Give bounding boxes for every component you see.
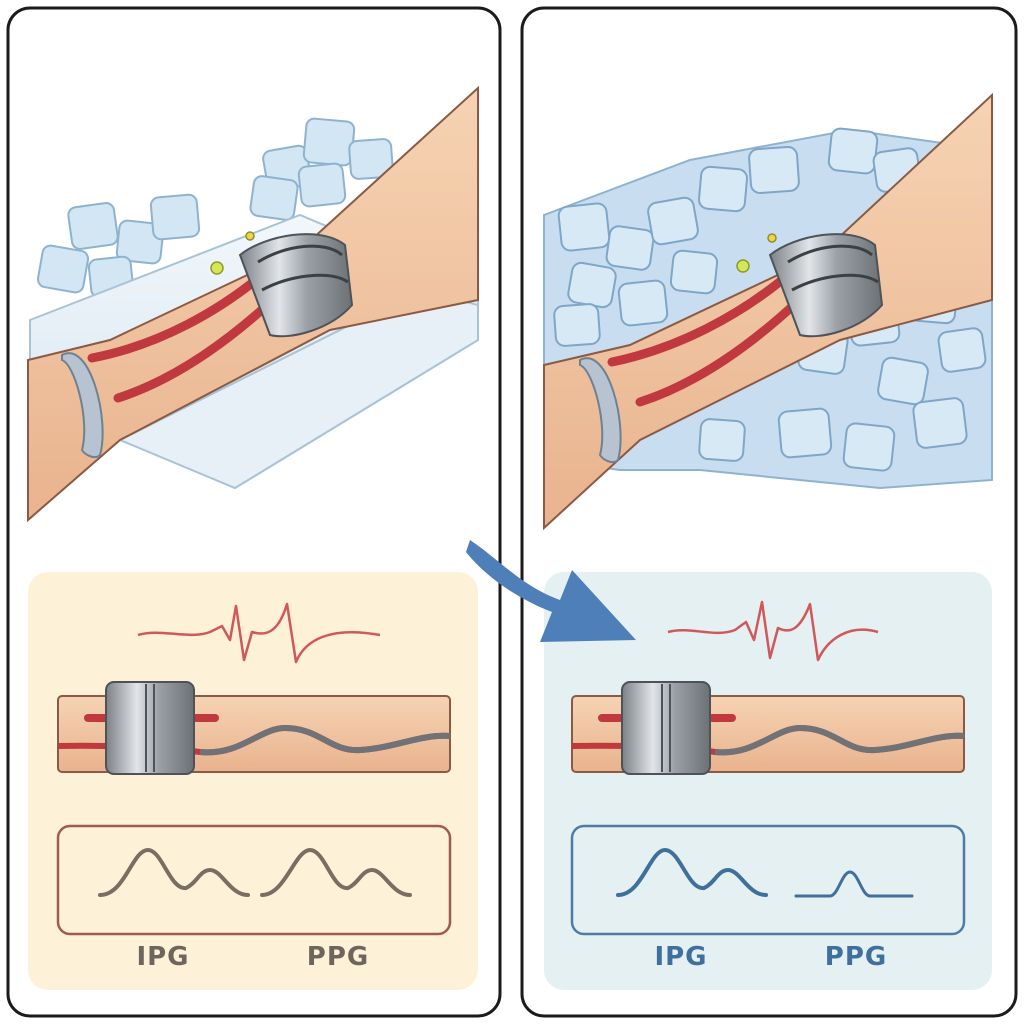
left-limb-sensor	[105, 681, 195, 775]
right-led-icon	[736, 259, 750, 273]
right-sensor-cuff	[768, 233, 884, 338]
left-ppg-label: PPG	[306, 942, 370, 972]
right-forearm	[543, 92, 993, 531]
left-vessel-upper	[87, 270, 267, 363]
right-ppg-label: PPG	[824, 942, 888, 972]
right-vessel-upper	[607, 275, 787, 367]
right-signal-frame	[570, 824, 966, 936]
right-ppg-waveform	[794, 870, 914, 898]
left-vessel-lower	[113, 293, 280, 403]
right-limb-sensor	[621, 681, 711, 775]
left-forearm	[27, 85, 479, 523]
left-led-icon	[210, 261, 224, 275]
left-ecg-trace	[137, 602, 381, 664]
right-limb-vessel-compressed	[714, 724, 965, 756]
right-info-box	[544, 572, 992, 990]
left-wristband	[61, 352, 104, 459]
right-vessel-lower	[635, 298, 801, 407]
left-ipg-label: IPG	[136, 942, 190, 972]
right-ipg-waveform	[616, 847, 768, 897]
left-ipg-waveform	[98, 847, 250, 897]
left-info-box	[28, 572, 478, 990]
left-ice-cubes	[36, 117, 394, 299]
left-limb-vessel-compressed	[199, 724, 451, 756]
left-sensor-cuff	[238, 233, 354, 338]
left-ppg-waveform	[260, 847, 412, 897]
right-ipg-label: IPG	[654, 942, 708, 972]
right-panel	[520, 6, 1018, 1018]
left-signal-frame	[56, 824, 452, 936]
right-led-small-icon	[767, 233, 777, 243]
transition-arrow-icon	[466, 540, 636, 642]
left-panel	[6, 6, 502, 1018]
left-led-small-icon	[245, 231, 255, 241]
right-ecg-trace	[667, 600, 879, 662]
right-wristband	[579, 357, 622, 464]
